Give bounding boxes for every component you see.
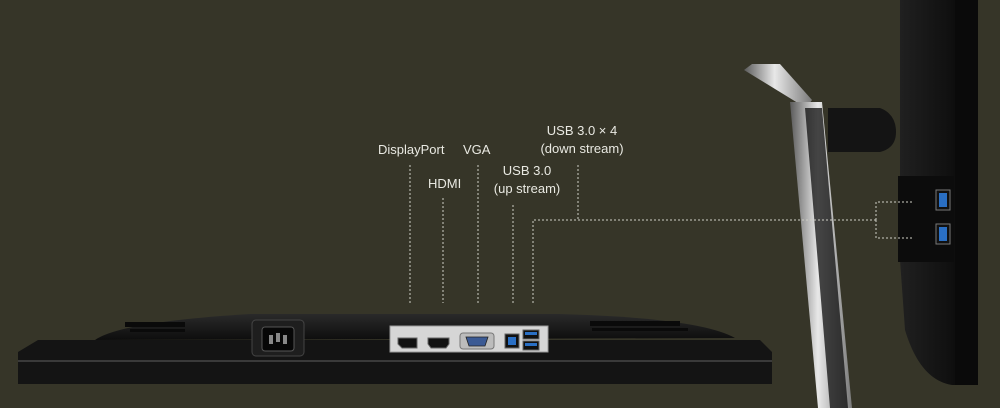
label-vga-text: VGA (463, 142, 491, 157)
label-usb-down-line1: USB 3.0 × 4 (546, 123, 618, 138)
vga-port (459, 332, 495, 350)
label-displayport-text: DisplayPort (378, 142, 445, 157)
usb-downstream-ports (522, 329, 540, 351)
leader-usb-side-bottom (875, 220, 914, 239)
monitor-front-bezel (955, 0, 978, 385)
label-hdmi-text: HDMI (428, 176, 462, 191)
label-usb-up-line2: (up stream) (493, 181, 561, 196)
usb-upstream-port (504, 333, 520, 349)
label-usb-down-line2: (down stream) (540, 141, 624, 156)
label-displayport: DisplayPort (378, 141, 444, 159)
label-usb-up-line1: USB 3.0 (502, 163, 552, 178)
power-inlet (251, 319, 305, 357)
label-vga: VGA (463, 141, 490, 159)
monitor-bottom-view (18, 314, 772, 384)
leader-usb-side-top (875, 201, 914, 220)
hdmi-port (427, 337, 450, 349)
stand-arm-top (744, 64, 812, 108)
monitor-side-view (744, 0, 978, 408)
label-hdmi: HDMI (428, 175, 461, 193)
side-usb-ports (898, 176, 954, 262)
io-panel (389, 325, 549, 353)
label-usb-upstream: USB 3.0 (up stream) (493, 162, 561, 198)
label-usb-downstream: USB 3.0 × 4 (down stream) (538, 122, 626, 158)
displayport-port (397, 337, 418, 349)
leader-lines (409, 165, 914, 303)
vent-grille-left (125, 322, 185, 332)
vent-grille-right (590, 321, 688, 331)
stand-hinge (828, 108, 896, 152)
